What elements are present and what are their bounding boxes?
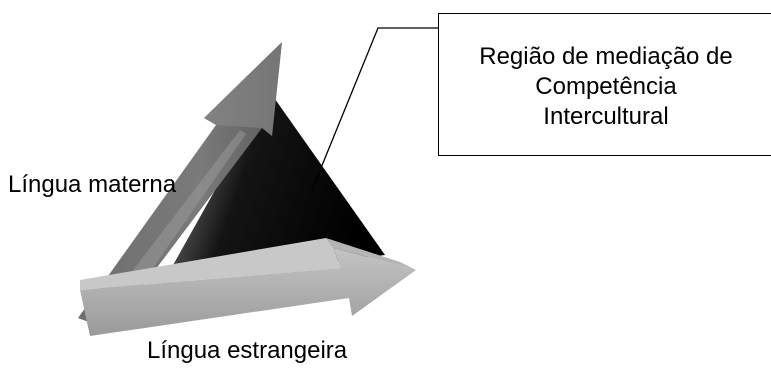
native-language-arrow-shading <box>204 42 282 136</box>
callout-leader-line <box>311 27 438 191</box>
mediation-region-callout: Região de mediação de Competência Interc… <box>438 13 771 156</box>
mediation-region-face <box>163 92 385 283</box>
native-language-label: Língua materna <box>8 171 177 198</box>
foreign-language-label: Língua estrangeira <box>147 337 348 364</box>
foreign-language-arrow <box>80 248 416 336</box>
foreign-language-arrow-head-shade <box>326 238 416 270</box>
callout-line-1: Região de mediação de <box>479 43 733 70</box>
foreign-language-arrow-top <box>80 238 340 290</box>
callout-line-3: Intercultural <box>543 103 669 130</box>
callout-line-2: Competência <box>535 73 677 100</box>
